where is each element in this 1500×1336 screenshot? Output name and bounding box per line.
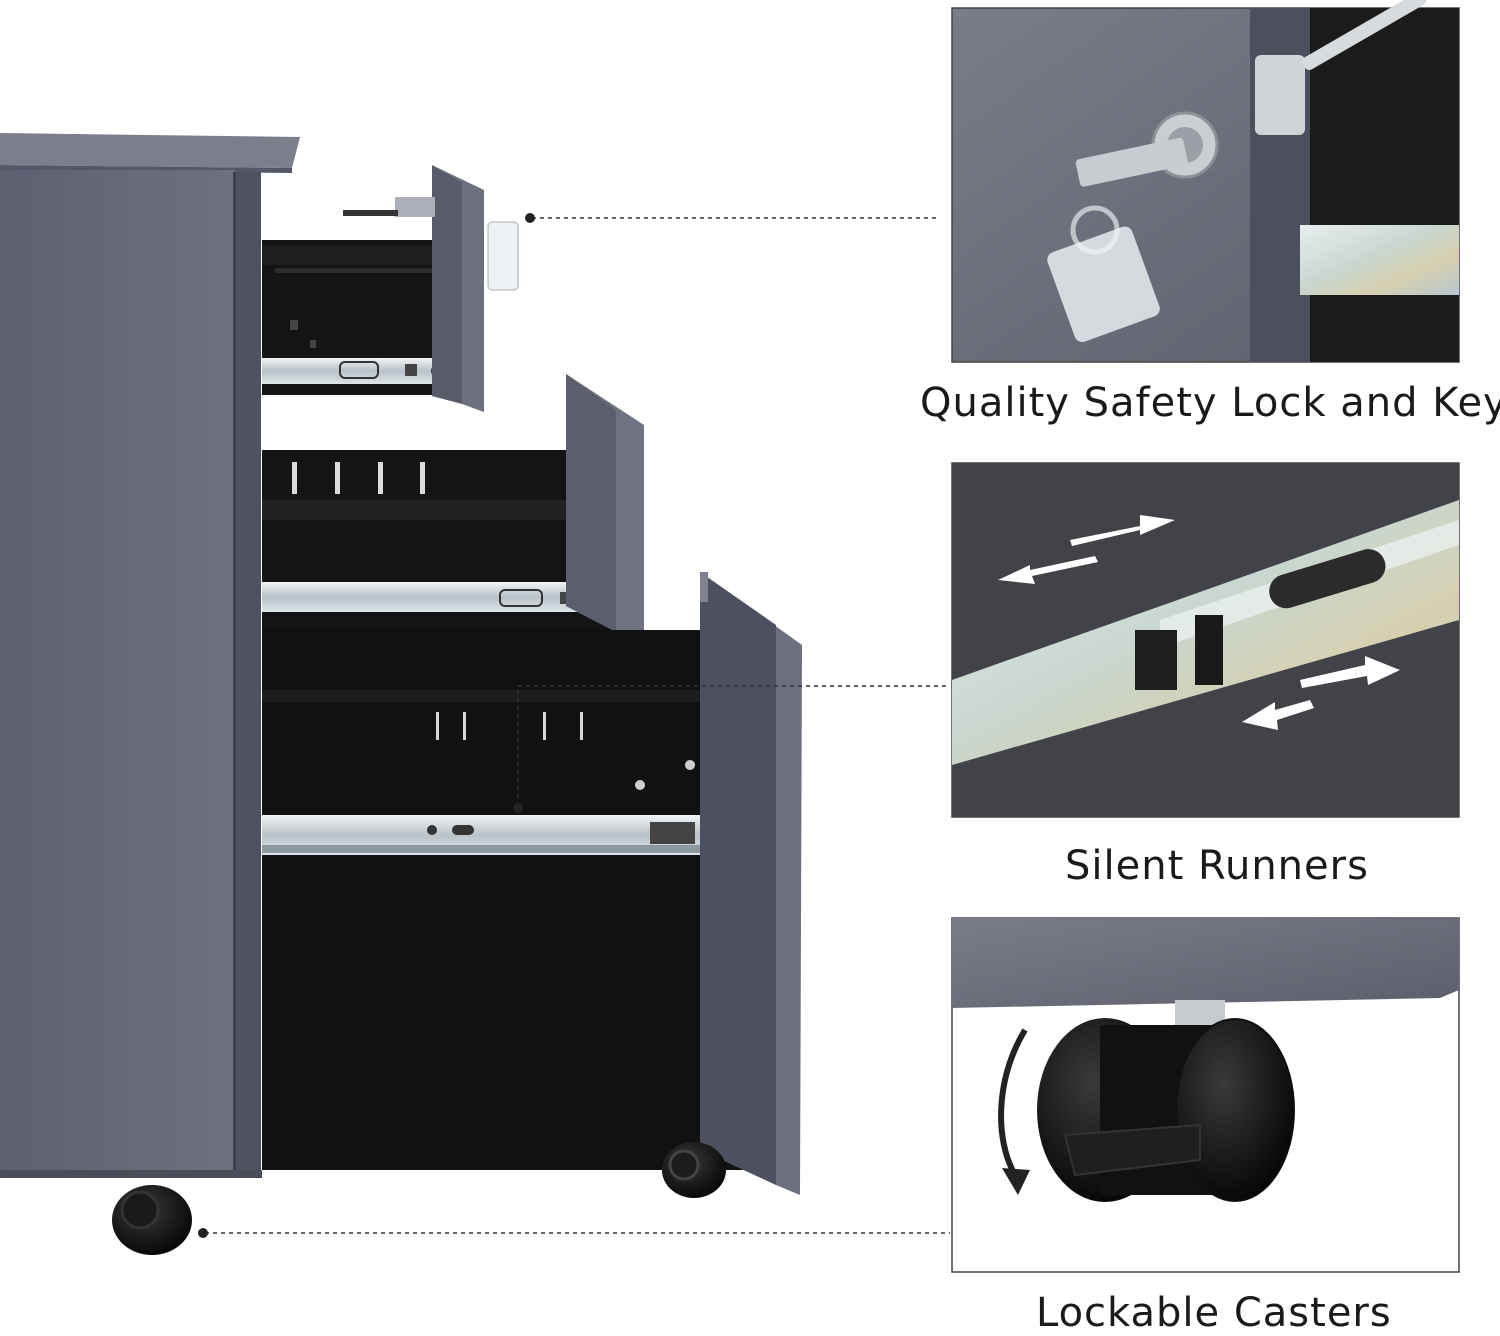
bottom-drawer-front [700, 572, 802, 1195]
runner-leader-line [517, 685, 950, 806]
lock-leader-dot [525, 213, 535, 223]
rotate-arrow-icon [998, 1028, 1028, 1177]
slide-arrows-icon [998, 515, 1400, 730]
runners-feature-caption: Silent Runners [1065, 843, 1369, 889]
top-drawer [262, 165, 519, 412]
casters-feature-caption: Lockable Casters [1036, 1290, 1392, 1336]
cabinet-side [0, 170, 235, 1175]
lock-icon [1151, 0, 1427, 179]
caster-wheel-icon [1037, 1018, 1295, 1202]
middle-drawer [262, 374, 644, 640]
leader-lines [205, 217, 950, 1234]
top-drawer-front [432, 165, 484, 412]
lock-detail-panel [951, 0, 1460, 363]
runner-leader-dot [513, 803, 523, 813]
casters-detail-panel [951, 917, 1460, 1273]
rear-caster [112, 1185, 192, 1255]
cabinet-top [0, 133, 300, 168]
lock-feature-caption: Quality Safety Lock and Keys [920, 380, 1500, 426]
key-icon [1047, 137, 1188, 343]
cabinet [0, 133, 802, 1255]
runners-detail-panel [951, 462, 1460, 818]
caster-leader-dot [198, 1228, 208, 1238]
bottom-drawer [262, 572, 802, 1195]
front-caster [662, 1142, 726, 1198]
